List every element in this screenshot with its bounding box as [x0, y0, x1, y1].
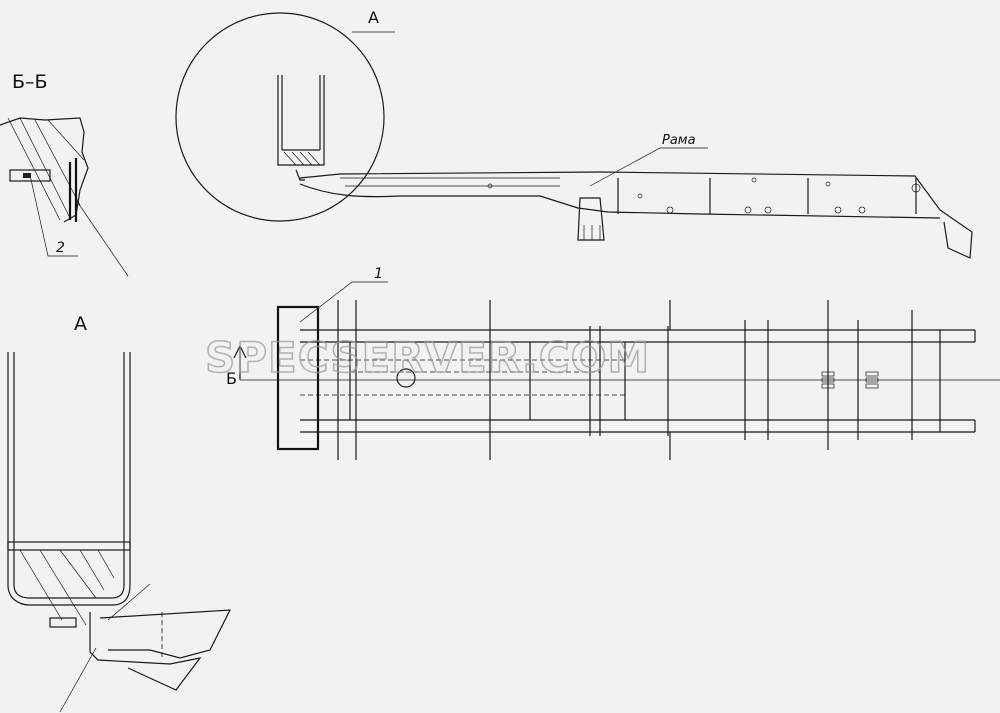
section-bb-view: Б–Б 2 [0, 71, 129, 277]
detail-a-callout-label: А [368, 8, 379, 27]
view-a-leaders [59, 583, 151, 713]
bb-section-line [75, 199, 129, 277]
section-arrow [233, 345, 247, 380]
step-mount-plate [49, 617, 77, 628]
frame-bolts [637, 177, 866, 214]
view-a-title: А [74, 313, 87, 335]
frame-label-leader [589, 147, 708, 187]
frame-crossmembers [617, 178, 917, 214]
frame-bracket [577, 197, 605, 241]
detail-circle [175, 12, 385, 222]
frame-bottom-edge [299, 183, 941, 219]
detail-step-rails [277, 75, 325, 166]
bb-hatch [7, 117, 85, 221]
callout-2-label: 2 [56, 240, 65, 256]
callout-1-leader [299, 281, 388, 323]
detail-step-hatch [283, 151, 321, 166]
frame-plan-view: 1 Б [226, 266, 1000, 460]
bb-plate [9, 169, 51, 182]
view-a: А [7, 313, 232, 713]
frame-label: Рама [662, 133, 696, 148]
detail-bracket [295, 169, 305, 181]
frame-bracket-lines [583, 225, 601, 240]
watermark: SPECSERVER.COM [205, 333, 650, 382]
detail-a-callout: А [175, 8, 395, 222]
step-outer-rail [7, 352, 131, 606]
detail-step-inner [281, 75, 321, 151]
bb-bracket [68, 158, 78, 222]
frame-longerons [300, 329, 975, 433]
rear-bumper [276, 305, 320, 451]
frame-hole [487, 183, 493, 189]
callout-1-label: 1 [374, 266, 383, 282]
section-bb-title: Б–Б [12, 71, 48, 93]
step-hatch [19, 549, 115, 626]
frame-top-edge [299, 171, 973, 259]
step-inner-rail [13, 352, 125, 599]
frame-side-view: Рама [299, 133, 973, 259]
frame-stripe [340, 177, 560, 187]
callout-2-leader [29, 174, 78, 257]
section-marker: Б [226, 369, 237, 388]
step-mount-body [99, 609, 232, 659]
step-bracket [89, 612, 202, 691]
frame-hole-rear [911, 183, 921, 193]
hidden-lines [300, 359, 625, 396]
frame-spare-wheel [396, 368, 416, 388]
step-tread [7, 541, 131, 551]
bb-bolt [23, 173, 31, 178]
